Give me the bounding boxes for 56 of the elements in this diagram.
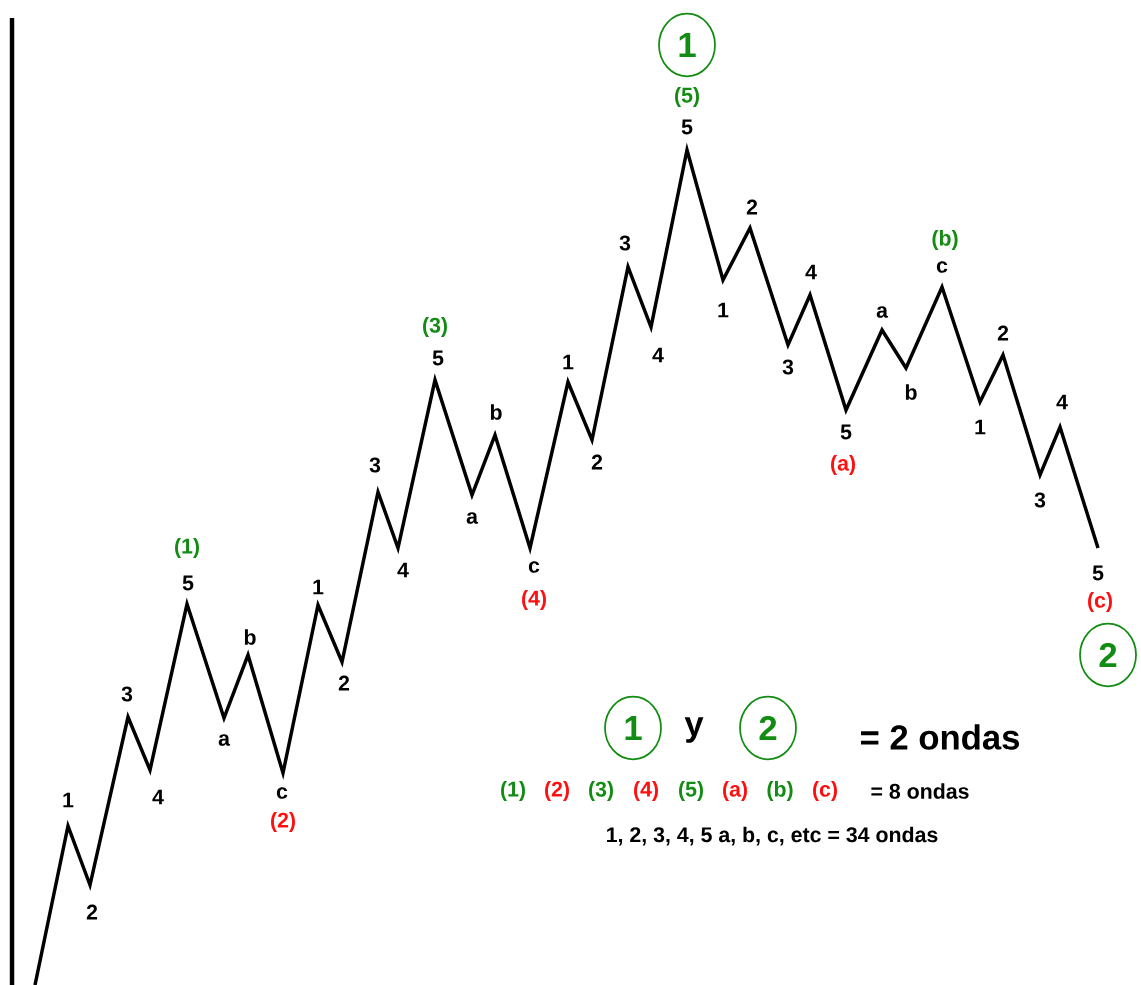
wave-label: 4 <box>397 562 409 578</box>
wave-label: (3) <box>423 317 447 337</box>
wave-label: 5 <box>182 575 194 591</box>
equation-text: = 2 ondas <box>861 724 1019 750</box>
wave-label: (2) <box>545 781 569 801</box>
wave-label: 5 <box>681 119 693 135</box>
wave-label: a <box>876 306 889 318</box>
wave-label: 3 <box>369 457 381 473</box>
wave-label: 1 <box>563 354 574 370</box>
wave-label: 4 <box>152 789 164 805</box>
wave-label: (5) <box>679 781 703 801</box>
wave-label: 5 <box>1092 565 1104 581</box>
wave-label: (1) <box>501 781 525 801</box>
wave-label: 3 <box>619 235 631 251</box>
wave-label: 1 <box>63 792 74 808</box>
wave-label: 1 <box>975 419 986 435</box>
wave-label: a <box>218 734 231 746</box>
wave-label: b <box>490 404 502 420</box>
wave-label: 4 <box>652 347 664 363</box>
wave-label: 2 <box>591 454 603 470</box>
wave-label: (2) <box>271 812 295 832</box>
wave-label: 5 <box>432 350 444 366</box>
wave-label: 1 <box>313 579 324 595</box>
wave-label: c <box>528 561 540 573</box>
wave-label: c <box>936 261 948 273</box>
wave-label: b <box>905 384 917 400</box>
wave-label: 3 <box>1034 492 1046 508</box>
equation-text: y <box>684 717 704 743</box>
wave-label: b <box>244 629 256 645</box>
wave-label: (3) <box>589 781 613 801</box>
wave-label: (a) <box>723 781 747 801</box>
wave-label: (4) <box>634 781 658 801</box>
wave-label: 4 <box>1056 394 1068 410</box>
circled-number: 2 <box>739 695 797 761</box>
equation-text: 1, 2, 3, 4, 5 a, b, c, etc = 34 ondas <box>607 826 938 846</box>
wave-label: 3 <box>121 686 133 702</box>
circled-number: 1 <box>658 12 716 78</box>
equation-text: = 8 ondas <box>871 783 969 799</box>
wave-label: 2 <box>86 904 98 920</box>
wave-label: (a) <box>831 455 855 475</box>
wave-label: c <box>276 787 288 799</box>
wave-label: 2 <box>338 675 350 691</box>
wave-label: (1) <box>175 538 199 558</box>
wave-label: (c) <box>813 781 837 801</box>
wave-label: 3 <box>782 359 794 375</box>
wave-label: 1 <box>718 302 729 318</box>
wave-label: (b) <box>932 230 958 250</box>
wave-label: (4) <box>522 590 546 610</box>
wave-label: 2 <box>746 199 758 215</box>
circled-number: 2 <box>1079 622 1137 688</box>
circled-number: 1 <box>604 695 662 761</box>
wave-label: 4 <box>805 264 817 280</box>
wave-label: 5 <box>840 424 852 440</box>
wave-label: (b) <box>767 781 793 801</box>
wave-label: 2 <box>997 325 1009 341</box>
wave-label: a <box>466 512 479 524</box>
